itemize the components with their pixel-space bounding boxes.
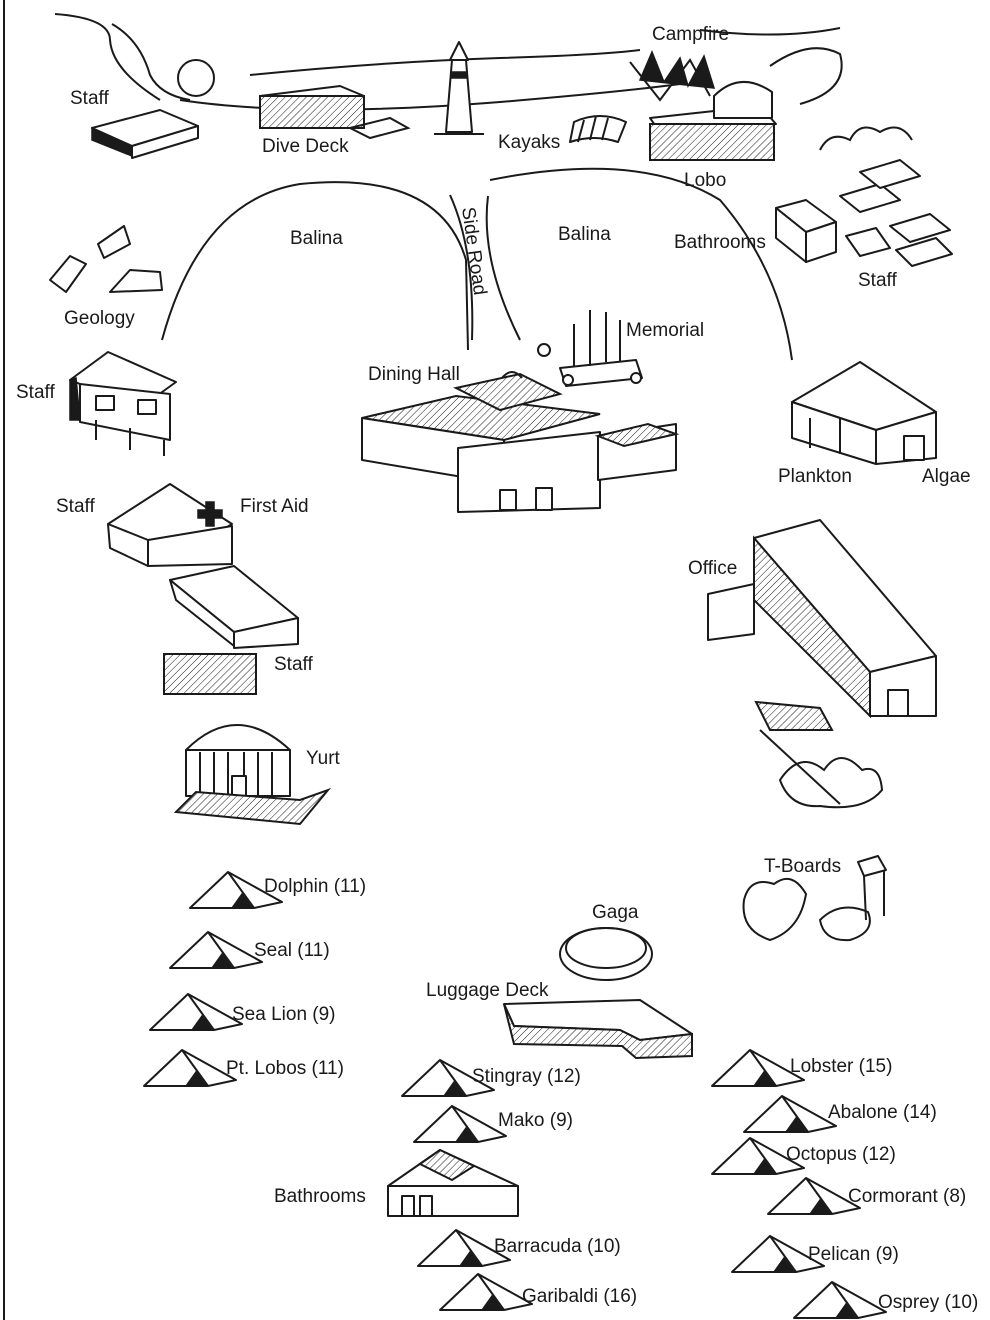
label-office: Office <box>688 558 737 579</box>
tent-label: Stingray (12) <box>472 1066 581 1087</box>
label-staff-top-left: Staff <box>70 88 109 109</box>
label-balina-right: Balina <box>558 224 611 245</box>
label-yurt: Yurt <box>306 748 341 769</box>
label-plankton: Plankton <box>778 466 852 487</box>
dining-hall-building <box>361 371 680 513</box>
tent-label: Pelican (9) <box>808 1244 899 1265</box>
memorial-sketch <box>537 310 643 387</box>
label-staff-mid: Staff <box>274 654 313 675</box>
tent-osprey: Osprey (10) <box>793 1281 978 1319</box>
campfire-trees <box>629 50 716 102</box>
staff-cabins-top-right <box>819 126 953 267</box>
tent-label: Octopus (12) <box>786 1144 896 1165</box>
tent-octopus: Octopus (12) <box>711 1137 896 1175</box>
lighthouse <box>434 41 484 135</box>
tent-pt-lobos: Pt. Lobos (11) <box>143 1049 344 1087</box>
tent-icon <box>143 1049 237 1087</box>
label-algae: Algae <box>922 466 971 487</box>
label-geology: Geology <box>64 308 135 329</box>
tent-icon <box>169 931 263 969</box>
tent-seal: Seal (11) <box>169 931 330 969</box>
tent-garibaldi: Garibaldi (16) <box>439 1273 637 1311</box>
tent-abalone: Abalone (14) <box>743 1095 937 1133</box>
yurt-building <box>173 724 332 826</box>
label-dining-hall: Dining Hall <box>368 364 460 385</box>
shoreline <box>54 13 843 111</box>
kayaks-rack <box>569 115 627 143</box>
tent-label: Cormorant (8) <box>848 1186 966 1207</box>
tent-pelican: Pelican (9) <box>731 1235 899 1273</box>
bushes-right <box>742 757 887 942</box>
bathrooms-top-building <box>775 199 837 263</box>
tent-icon <box>413 1105 507 1143</box>
label-luggage-deck: Luggage Deck <box>426 980 549 1001</box>
label-gaga: Gaga <box>592 902 639 923</box>
lobo-building <box>649 80 777 161</box>
tent-label: Garibaldi (16) <box>522 1286 637 1307</box>
bathrooms-bottom-building <box>387 1148 519 1217</box>
tent-label: Barracuda (10) <box>494 1236 621 1257</box>
tent-barracuda: Barracuda (10) <box>417 1229 621 1267</box>
label-kayaks: Kayaks <box>498 132 560 153</box>
tent-dolphin: Dolphin (11) <box>189 871 366 909</box>
label-bathrooms-top: Bathrooms <box>674 232 766 253</box>
tent-label: Osprey (10) <box>878 1292 978 1313</box>
tent-mako: Mako (9) <box>413 1105 573 1143</box>
office-building <box>707 519 937 805</box>
tent-label: Pt. Lobos (11) <box>226 1058 344 1079</box>
luggage-deck <box>503 999 693 1060</box>
tent-label: Lobster (15) <box>790 1056 892 1077</box>
tent-icon <box>767 1177 861 1215</box>
tent-icon <box>149 993 243 1031</box>
label-staff-first-aid: Staff <box>56 496 95 517</box>
staff-building-top-left <box>91 59 215 159</box>
label-first-aid: First Aid <box>240 496 309 517</box>
tent-label: Sea Lion (9) <box>232 1004 336 1025</box>
label-dive-deck: Dive Deck <box>262 136 349 157</box>
gaga-pit <box>559 927 653 981</box>
tent-icon <box>743 1095 837 1133</box>
paths <box>161 167 793 361</box>
first-aid-building <box>107 483 233 567</box>
label-bathrooms-bottom: Bathrooms <box>274 1186 366 1207</box>
tent-lobster: Lobster (15) <box>711 1049 892 1087</box>
dive-deck-building <box>259 85 411 140</box>
staff-building-left <box>69 351 177 456</box>
tent-label: Abalone (14) <box>828 1102 937 1123</box>
label-balina-left: Balina <box>290 228 343 249</box>
label-staff-left: Staff <box>16 382 55 403</box>
tent-cormorant: Cormorant (8) <box>767 1177 966 1215</box>
label-memorial: Memorial <box>626 320 704 341</box>
tent-label: Seal (11) <box>254 940 330 961</box>
label-campfire: Campfire <box>652 24 729 45</box>
label-t-boards: T-Boards <box>764 856 841 877</box>
label-staff-top-right: Staff <box>858 270 897 291</box>
tent-label: Mako (9) <box>498 1110 573 1131</box>
tent-icon <box>439 1273 533 1311</box>
plankton-algae-building <box>791 361 937 465</box>
geology-sketch <box>49 225 163 293</box>
tent-stingray: Stingray (12) <box>401 1059 581 1097</box>
tent-label: Dolphin (11) <box>264 876 366 897</box>
tent-icon <box>793 1281 887 1319</box>
tent-sea-lion: Sea Lion (9) <box>149 993 336 1031</box>
staff-building-mid <box>163 565 299 695</box>
label-lobo: Lobo <box>684 170 726 191</box>
